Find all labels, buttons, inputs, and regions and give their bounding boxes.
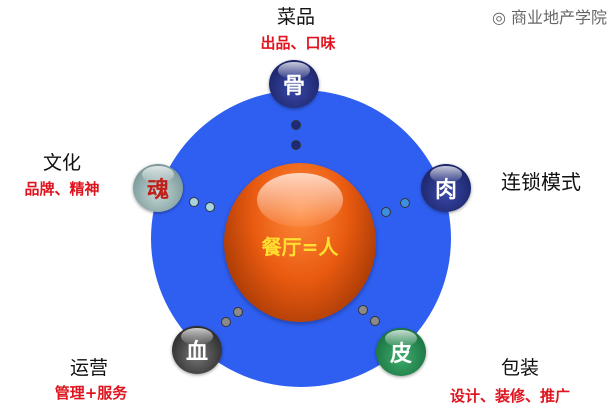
connector-dot [233,307,243,317]
wechat-icon: ◎ [491,8,511,27]
node-subtitle: 设计、装修、推广 [449,387,571,405]
node-subtitle: 出品、口味 [260,34,336,52]
connector-dot [370,316,380,326]
node-ball-skin: 皮 [376,328,426,376]
center-sphere: 餐厅=人 [224,163,376,322]
node-title: 菜品 [276,6,316,28]
connector-dot [400,198,410,208]
node-ball-soul: 魂 [133,164,183,212]
ball-label: 血 [185,340,208,365]
node-title: 包装 [500,357,540,379]
sphere-highlight [257,172,343,227]
node-subtitle: 管理+服务 [54,384,128,402]
node-subtitle: 品牌、精神 [24,180,100,198]
watermark-text: 商业地产学院 [510,8,607,27]
center-label: 餐厅=人 [261,235,339,259]
node-ball-blood: 血 [172,326,222,374]
node-title: 文化 [42,152,82,174]
connector-dot [205,202,215,212]
ball-label: 骨 [282,74,305,99]
watermark: ◎ 商业地产学院 [492,4,607,28]
node-ball-bone: 骨 [269,60,319,108]
node-title: 连锁模式 [501,170,581,194]
connector-dot [358,305,368,315]
ball-label: 皮 [389,342,412,367]
ball-label: 魂 [146,178,169,203]
connector-dot [189,197,199,207]
connector-dot [221,317,231,327]
node-ball-flesh: 肉 [421,164,471,212]
connector-dot [291,120,301,130]
node-title: 运营 [69,357,109,379]
connector-dot [291,140,301,150]
ball-label: 肉 [434,178,457,203]
connector-dot [381,207,391,217]
